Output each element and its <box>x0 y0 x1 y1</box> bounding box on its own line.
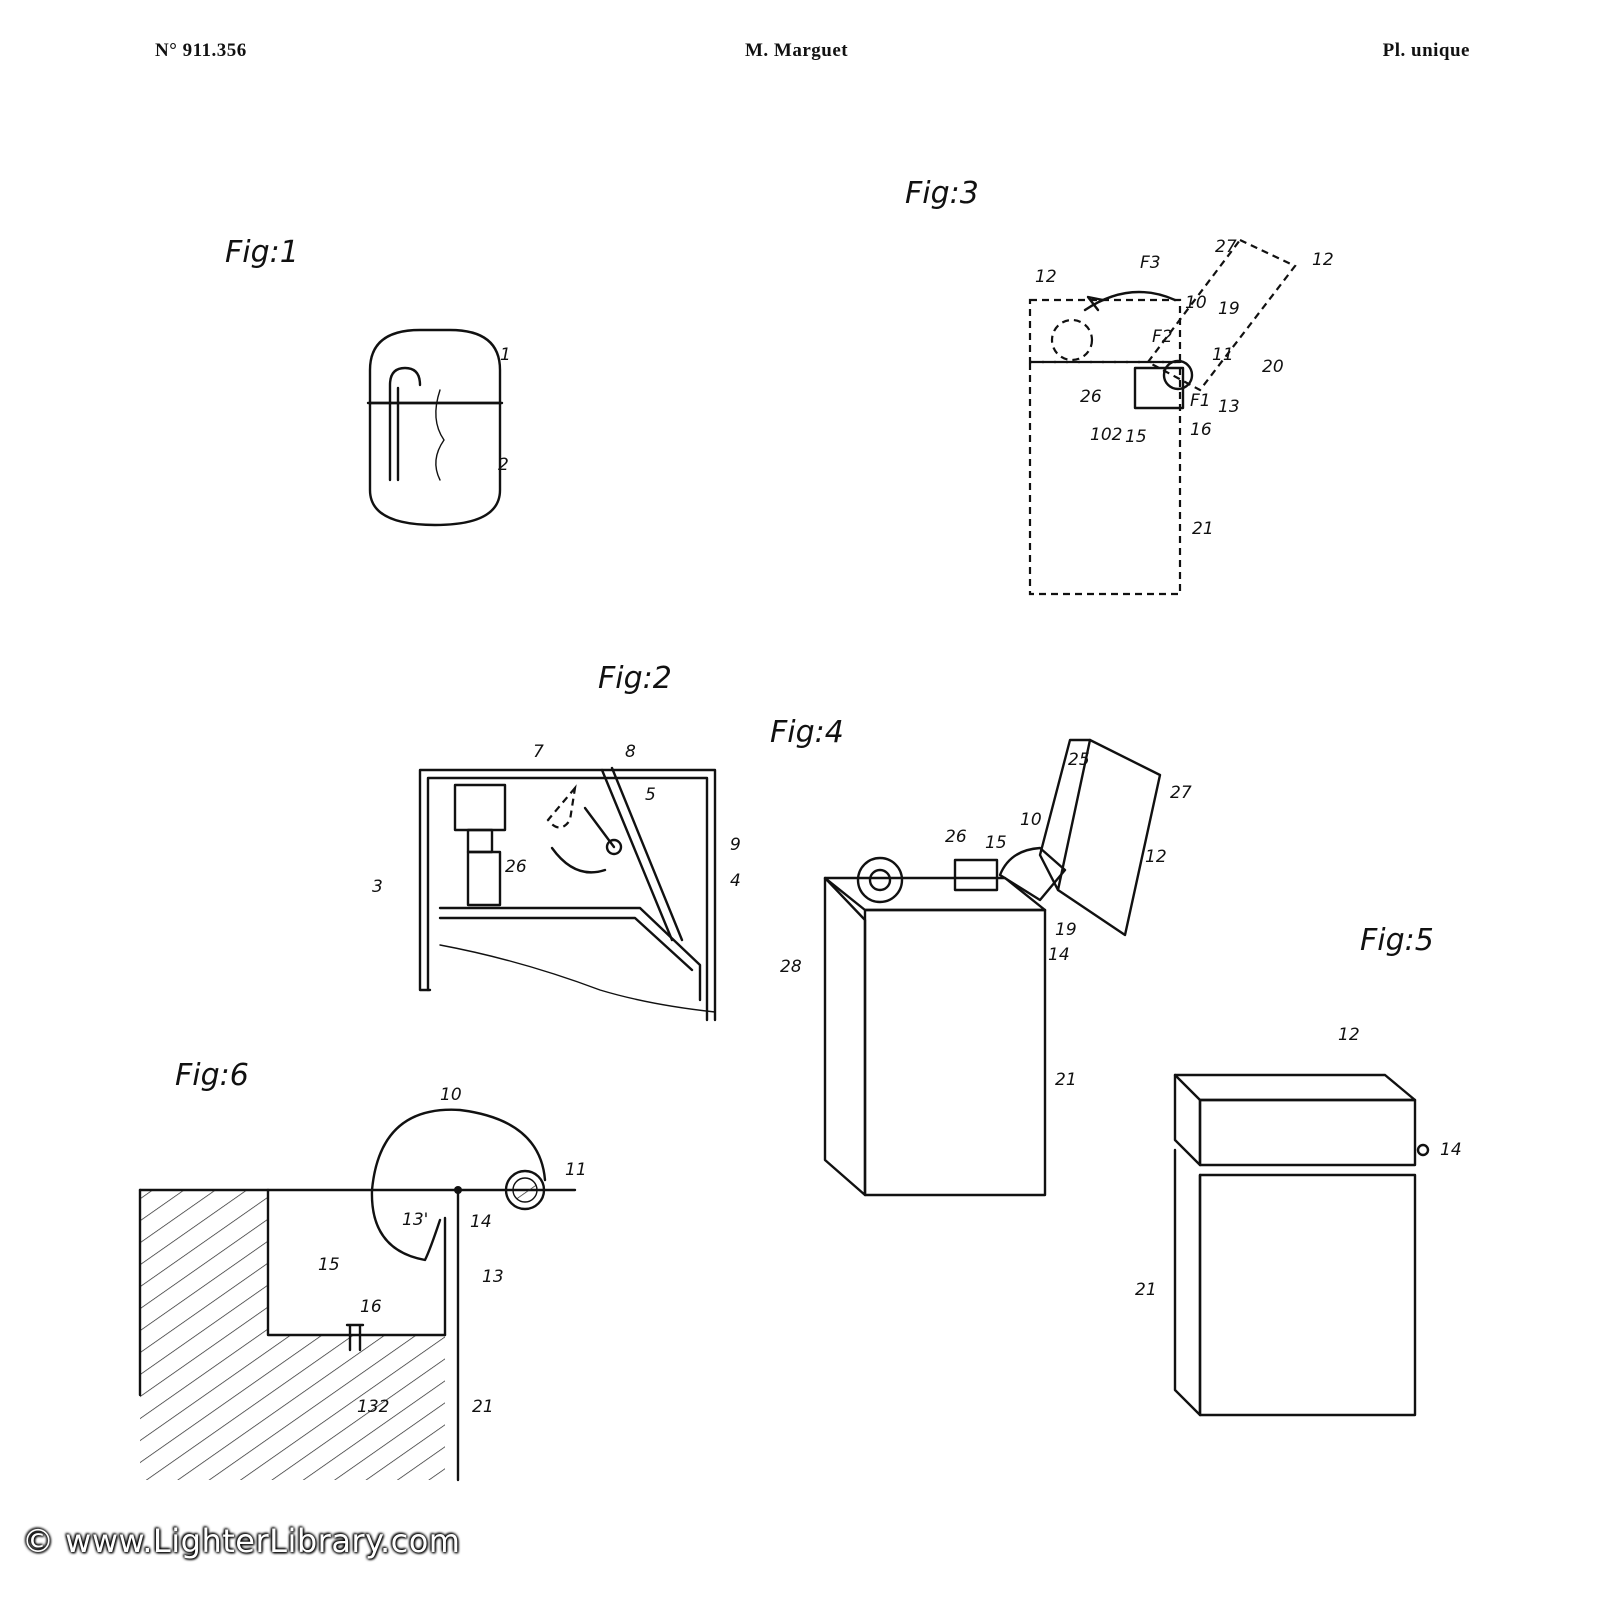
label-21: 21 <box>1135 1280 1157 1300</box>
label-3: 3 <box>372 877 383 897</box>
fuel-body <box>368 401 502 527</box>
label-7: 7 <box>533 742 544 762</box>
wheel-cover-10 <box>370 1108 547 1262</box>
label-27: 27 <box>1215 237 1237 257</box>
label-13-2: 132 <box>357 1397 389 1417</box>
label-21: 21 <box>472 1397 494 1417</box>
label-15: 15 <box>1125 427 1147 447</box>
label-4: 4 <box>730 871 741 891</box>
figure-2: Fig:2 7 8 5 9 3 26 4 <box>372 661 741 1022</box>
label-26: 26 <box>505 857 527 877</box>
label-15: 15 <box>985 833 1007 853</box>
label-5: 5 <box>645 785 656 805</box>
plate-label: Pl. unique <box>1382 40 1470 61</box>
figure-1: Fig:1 1 2 <box>225 235 511 527</box>
label-12-open: 12 <box>1312 250 1334 270</box>
figure-6: Fig:6 10 11 13' 14 15 13 16 132 21 <box>138 1058 587 1482</box>
cap-open <box>1056 738 1162 937</box>
cap-closed <box>1198 1098 1417 1167</box>
label-13: 13 <box>482 1267 504 1287</box>
label-26: 26 <box>945 827 967 847</box>
label-19: 19 <box>1218 299 1240 319</box>
label-16: 16 <box>360 1297 382 1317</box>
label-12: 12 <box>1338 1025 1360 1045</box>
label-25: 25 <box>1068 750 1090 770</box>
figure-1-title: Fig:1 <box>225 235 299 270</box>
label-8: 8 <box>625 742 636 762</box>
body-outline <box>1028 360 1182 596</box>
label-12: 12 <box>1145 847 1167 867</box>
figure-3-title: Fig:3 <box>905 176 979 211</box>
label-9: 9 <box>730 835 741 855</box>
label-21: 21 <box>1055 1070 1077 1090</box>
patent-number: N° 911.356 <box>155 40 247 61</box>
body-closed <box>1198 1173 1417 1417</box>
label-10: 10 <box>1185 293 1207 313</box>
label-10: 10 <box>1020 810 1042 830</box>
label-14: 14 <box>1048 945 1070 965</box>
figure-6-title: Fig:6 <box>175 1058 249 1093</box>
cap-open-outline <box>1146 238 1297 392</box>
inventor-name: M. Marguet <box>745 40 849 61</box>
watermark-text: © www.LighterLibrary.com <box>22 1522 461 1560</box>
label-2: 2 <box>498 455 509 475</box>
label-13-prime: 13' <box>402 1210 428 1230</box>
figure-3: Fig:3 27 12 F3 12 10 19 F2 11 20 26 F1 1… <box>905 176 1334 596</box>
case-outline <box>418 768 717 1022</box>
label-F2: F2 <box>1152 327 1173 347</box>
body-side <box>823 876 867 1197</box>
body-front <box>863 908 1047 1197</box>
figure-4-title: Fig:4 <box>770 715 844 750</box>
label-102: 102 <box>1090 425 1122 445</box>
figure-5-title: Fig:5 <box>1360 923 1434 958</box>
label-26: 26 <box>1080 387 1102 407</box>
label-21: 21 <box>1192 519 1214 539</box>
label-F1: F1 <box>1190 391 1211 411</box>
figure-2-title: Fig:2 <box>598 661 672 696</box>
lighter-cap <box>368 328 502 405</box>
label-20: 20 <box>1262 357 1284 377</box>
label-16: 16 <box>1190 420 1212 440</box>
label-12-closed: 12 <box>1035 267 1057 287</box>
label-15: 15 <box>318 1255 340 1275</box>
label-11: 11 <box>565 1160 587 1180</box>
label-13: 13 <box>1218 397 1240 417</box>
label-F3: F3 <box>1140 253 1161 273</box>
figure-5: Fig:5 12 14 21 <box>1135 923 1462 1417</box>
label-10: 10 <box>440 1085 462 1105</box>
label-11: 11 <box>1212 345 1234 365</box>
label-14: 14 <box>1440 1140 1462 1160</box>
figure-4: Fig:4 25 27 26 15 10 12 19 14 28 21 <box>770 715 1192 1197</box>
label-19: 19 <box>1055 920 1077 940</box>
label-1: 1 <box>500 345 511 365</box>
label-27: 27 <box>1170 783 1192 803</box>
label-28: 28 <box>780 957 802 977</box>
label-14: 14 <box>470 1212 492 1232</box>
